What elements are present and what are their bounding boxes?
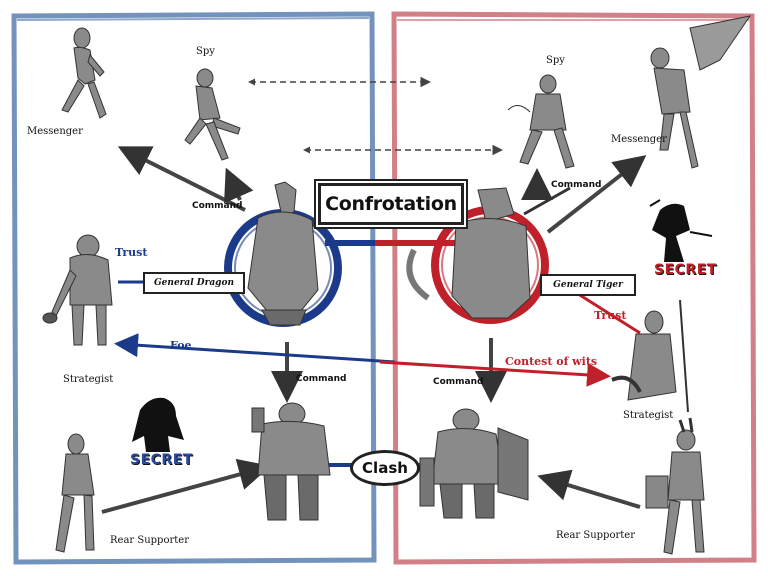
clash-label: Clash [362, 459, 408, 477]
right-trust-label: Trust [594, 309, 627, 322]
right-faction-frame [391, 11, 757, 565]
left-command-lower-label: Command [296, 374, 347, 384]
left-spy-figure [184, 68, 241, 161]
tiger-general-name: General Tiger [553, 280, 623, 290]
foe-arrow [114, 333, 396, 364]
left-rear-supporter-label: Rear Supporter [110, 535, 189, 546]
right-messenger-figure [650, 15, 752, 169]
right-strategist-label: Strategist [623, 410, 674, 421]
contest-of-wits-label: Contest of wits [505, 355, 598, 368]
rear-to-warrior-arrow-right [537, 469, 641, 509]
dragon-general-name: General Dragon [153, 278, 235, 288]
left-trust-label: Trust [115, 246, 148, 259]
left-messenger-label: Messenger [27, 126, 83, 137]
dragon-general-label-box: General Dragon [143, 272, 245, 294]
right-secret-label: SECRET [654, 262, 717, 278]
left-secret-silhouette [132, 397, 184, 452]
tiger-to-messenger-arrow [546, 155, 647, 234]
foe-label: Foe [170, 339, 192, 352]
right-command-lower-label: Command [433, 377, 484, 387]
right-strategist-figure [611, 299, 689, 413]
tiger-general-label-box: General Tiger [540, 274, 636, 296]
page-title: Confrotation [325, 193, 457, 215]
left-warrior-figure [251, 402, 331, 521]
right-command-upper-label: Command [551, 180, 602, 190]
rear-to-warrior-arrow-left [101, 458, 271, 514]
right-warrior-figure [419, 408, 529, 519]
left-faction-frame [11, 11, 377, 565]
dragon-to-spy-arrow [224, 167, 254, 204]
contest-arrow [379, 360, 611, 387]
right-spy-figure [507, 74, 575, 169]
right-rear-supporter-label: Rear Supporter [556, 530, 635, 541]
right-rear-supporter-figure [645, 417, 705, 555]
left-command-upper-label: Command [192, 201, 243, 211]
confrontation-title-box: Confrotation [318, 183, 464, 225]
tiger-general-figure [406, 186, 571, 319]
left-messenger-figure [61, 27, 107, 119]
left-strategist-figure [42, 234, 113, 346]
right-messenger-label: Messenger [611, 134, 667, 145]
left-spy-label: Spy [196, 46, 215, 57]
left-secret-label: SECRET [130, 452, 193, 468]
clash-badge: Clash [350, 450, 420, 486]
left-rear-supporter-figure [55, 433, 95, 553]
tiger-trust-line [574, 290, 641, 335]
left-strategist-label: Strategist [63, 374, 114, 385]
right-spy-label: Spy [546, 55, 565, 66]
right-secret-silhouette [652, 203, 690, 262]
dragon-general-figure [247, 181, 319, 326]
